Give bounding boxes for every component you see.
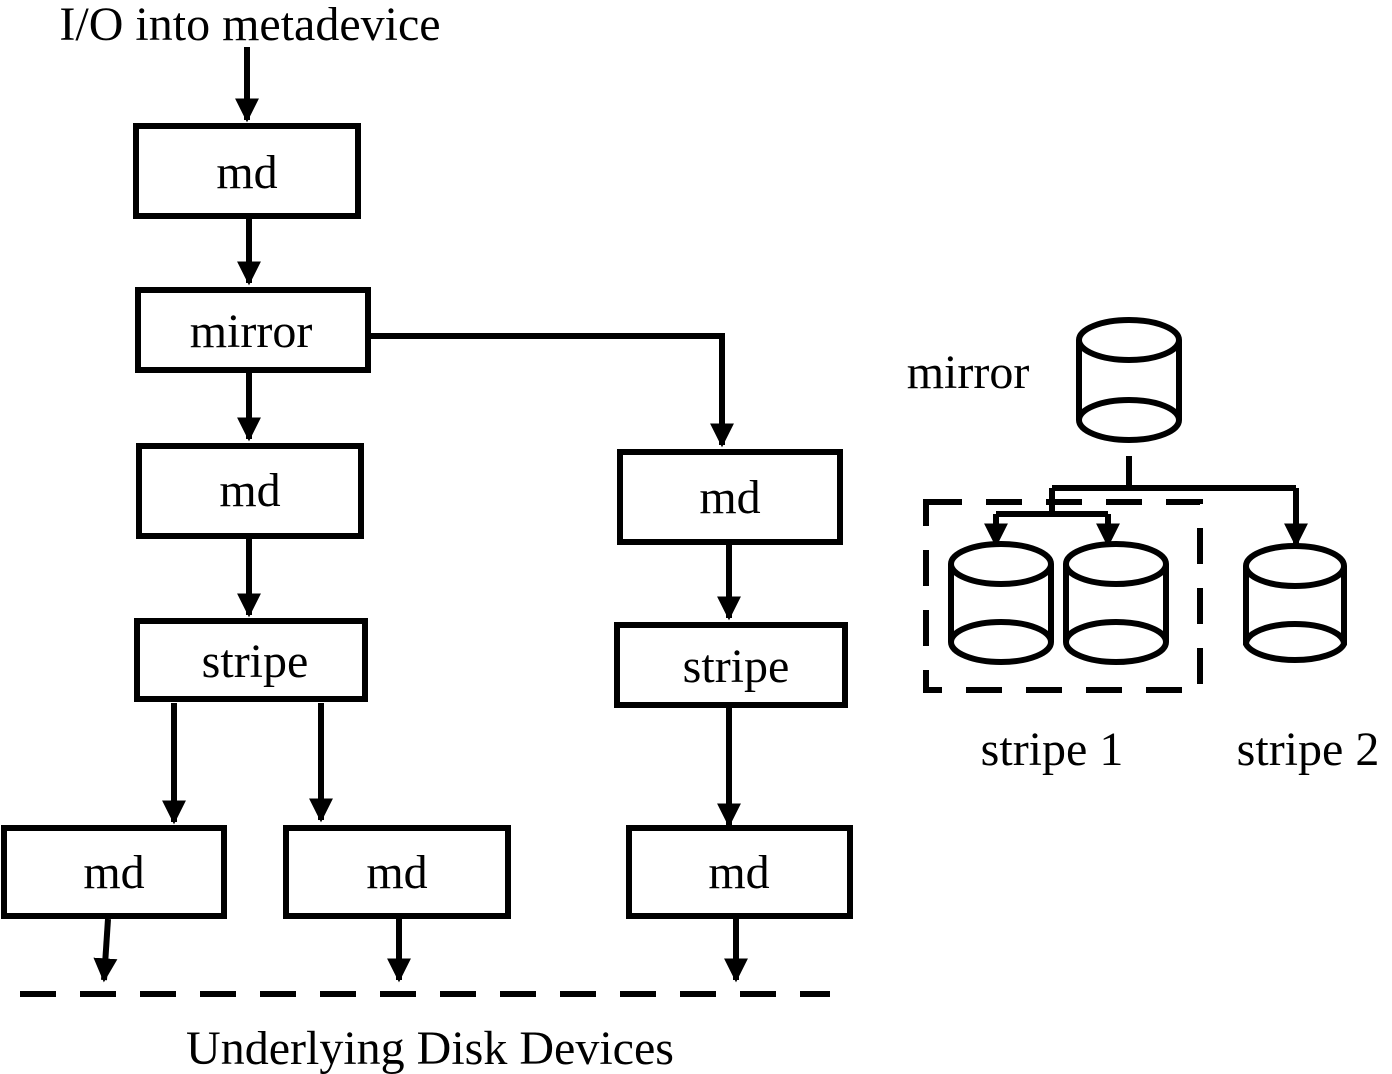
- node-stripe-left: stripe: [134, 618, 368, 702]
- node-stripe-right-label: stripe: [683, 640, 790, 693]
- node-md-bottom-1: md: [1, 825, 227, 919]
- node-md-left: md: [136, 443, 364, 539]
- legend-mirror-disk-icon: [1076, 317, 1182, 443]
- legend-connectors: [984, 456, 1308, 548]
- node-stripe-left-label: stripe: [202, 635, 309, 688]
- node-md-bottom-2: md: [283, 825, 511, 919]
- legend-mirror-label: mirror: [907, 346, 1030, 399]
- legend-stripe1-disk1-icon: [948, 541, 1054, 665]
- arrow-md-1-to-disk: [93, 918, 118, 983]
- node-stripe-right: stripe: [614, 622, 848, 708]
- legend-stripe2-disk-icon: [1243, 543, 1347, 664]
- node-md-bottom-3: md: [626, 825, 853, 919]
- node-mirror-label: mirror: [190, 305, 313, 358]
- node-md-left-label: md: [219, 464, 280, 517]
- node-md-right-label: md: [699, 471, 760, 524]
- node-md-top-label: md: [216, 146, 277, 199]
- node-md-bottom-3-label: md: [708, 846, 769, 899]
- legend-stripe1-label: stripe 1: [981, 723, 1124, 776]
- node-md-bottom-1-label: md: [83, 846, 144, 899]
- node-md-bottom-2-label: md: [366, 846, 427, 899]
- legend-stripe2-label: stripe 2: [1237, 723, 1380, 776]
- connectors: [93, 47, 748, 983]
- io-input-label: I/O into metadevice: [59, 0, 440, 51]
- legend-stripe1-group: [923, 499, 1203, 693]
- legend-stripe1-disk2-icon: [1063, 541, 1169, 665]
- node-mirror: mirror: [135, 287, 371, 373]
- arrow-mirror-to-md-right: [368, 333, 734, 448]
- underlying-disk-label: Underlying Disk Devices: [186, 1022, 674, 1074]
- node-md-right: md: [617, 449, 843, 545]
- node-md-top: md: [133, 123, 361, 219]
